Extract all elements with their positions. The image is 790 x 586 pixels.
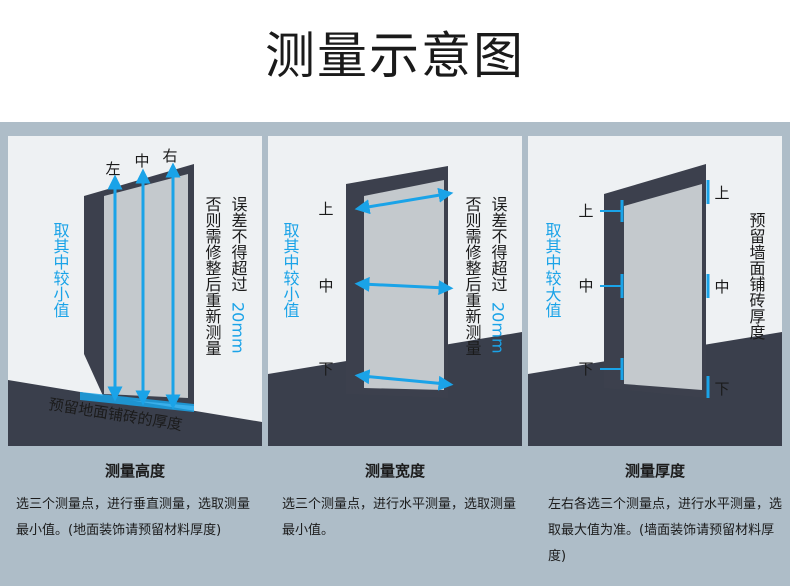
left-label-bottom: 下 bbox=[578, 360, 593, 378]
side-note: 取其中较小值 bbox=[281, 222, 300, 318]
side-note: 取其中较大值 bbox=[543, 222, 562, 318]
caption-thickness: 测量厚度 bbox=[624, 462, 685, 480]
error-note-2: 否则需修整后重新测量 bbox=[463, 196, 482, 356]
label-right: 右 bbox=[162, 147, 177, 165]
right-label-bottom: 下 bbox=[714, 380, 729, 398]
width-arrow-top bbox=[354, 187, 454, 215]
panel-width: 上 中 下 取其中较小值 误差不得超过 20mm 否则需修整后重新测量 bbox=[268, 136, 522, 446]
label-bottom: 下 bbox=[318, 360, 333, 378]
door-opening bbox=[624, 184, 702, 390]
height-diagram: 左 中 右 取其中较小值 误差不得超过 20mm 否则需修整后重新测量 预留地面… bbox=[8, 147, 262, 446]
description-width: 选三个测量点，进行水平测量，选取测量最小值。 bbox=[282, 497, 517, 538]
error-note-1: 误差不得超过 bbox=[229, 196, 248, 292]
error-value: 20mm bbox=[489, 302, 508, 354]
label-middle: 中 bbox=[134, 152, 149, 170]
left-label-middle: 中 bbox=[578, 277, 593, 295]
right-label-middle: 中 bbox=[714, 278, 729, 296]
description-height: 选三个测量点，进行垂直测量，选取测量最小值。(地面装饰请预留材料厚度) bbox=[16, 497, 251, 538]
panel-thickness: 上 中 下 上 中 下 取其中较大值 预留墙面铺砖厚度 bbox=[528, 136, 782, 446]
side-note: 取其中较小值 bbox=[51, 222, 70, 318]
thickness-diagram: 上 中 下 上 中 下 取其中较大值 预留墙面铺砖厚度 bbox=[528, 164, 782, 446]
right-label-top: 上 bbox=[714, 184, 729, 202]
panel-height: 左 中 右 取其中较小值 误差不得超过 20mm 否则需修整后重新测量 预留地面… bbox=[8, 136, 262, 446]
width-arrow-middle bbox=[354, 276, 454, 296]
door-opening bbox=[104, 174, 188, 398]
caption-width: 测量宽度 bbox=[364, 462, 425, 480]
label-top: 上 bbox=[318, 200, 333, 218]
page-title: 测量示意图 bbox=[265, 27, 525, 85]
error-value: 20mm bbox=[229, 302, 248, 354]
label-middle: 中 bbox=[318, 277, 333, 295]
left-label-top: 上 bbox=[578, 202, 593, 220]
caption-height: 测量高度 bbox=[104, 462, 165, 480]
width-diagram: 上 中 下 取其中较小值 误差不得超过 20mm 否则需修整后重新测量 bbox=[268, 166, 522, 446]
description-thickness: 左右各选三个测量点，进行水平测量，选取最大值为准。(墙面装饰请预留材料厚度) bbox=[548, 497, 783, 564]
wall-note: 预留墙面铺砖厚度 bbox=[747, 212, 766, 340]
width-arrow-bottom bbox=[354, 369, 454, 391]
label-left: 左 bbox=[105, 160, 120, 178]
error-note-1: 误差不得超过 bbox=[489, 196, 508, 292]
error-note-2: 否则需修整后重新测量 bbox=[203, 196, 222, 356]
floor-shape bbox=[8, 380, 262, 446]
